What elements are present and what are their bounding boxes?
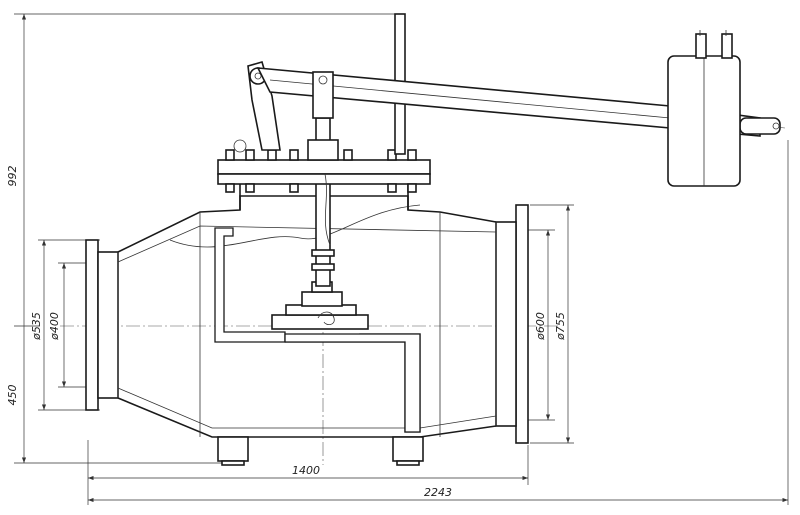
dimension-lines-left [14,13,404,464]
lifting-eye-icon [233,139,247,153]
dim-overall-length: 2243 [424,486,452,499]
dim-body-length: 1400 [292,464,320,477]
dim-overall-height: 992 [6,166,19,187]
dimension-lines-right [525,204,574,444]
valve-disc [271,281,369,330]
dim-outlet-bore: ø600 [534,312,547,341]
dim-inlet-flange: ø535 [30,312,43,341]
bonnet [217,139,431,246]
dim-outlet-flange: ø755 [554,312,567,341]
dimension-labels: 992 450 ø535 ø400 ø600 ø755 1400 2243 [6,166,567,500]
counterweight [667,30,741,187]
dim-inlet-bore: ø400 [48,312,61,341]
flange-bolts [225,149,417,193]
dimension-lines-bottom [87,140,789,505]
dim-lower-height: 450 [6,385,19,406]
valve-body [85,195,529,466]
